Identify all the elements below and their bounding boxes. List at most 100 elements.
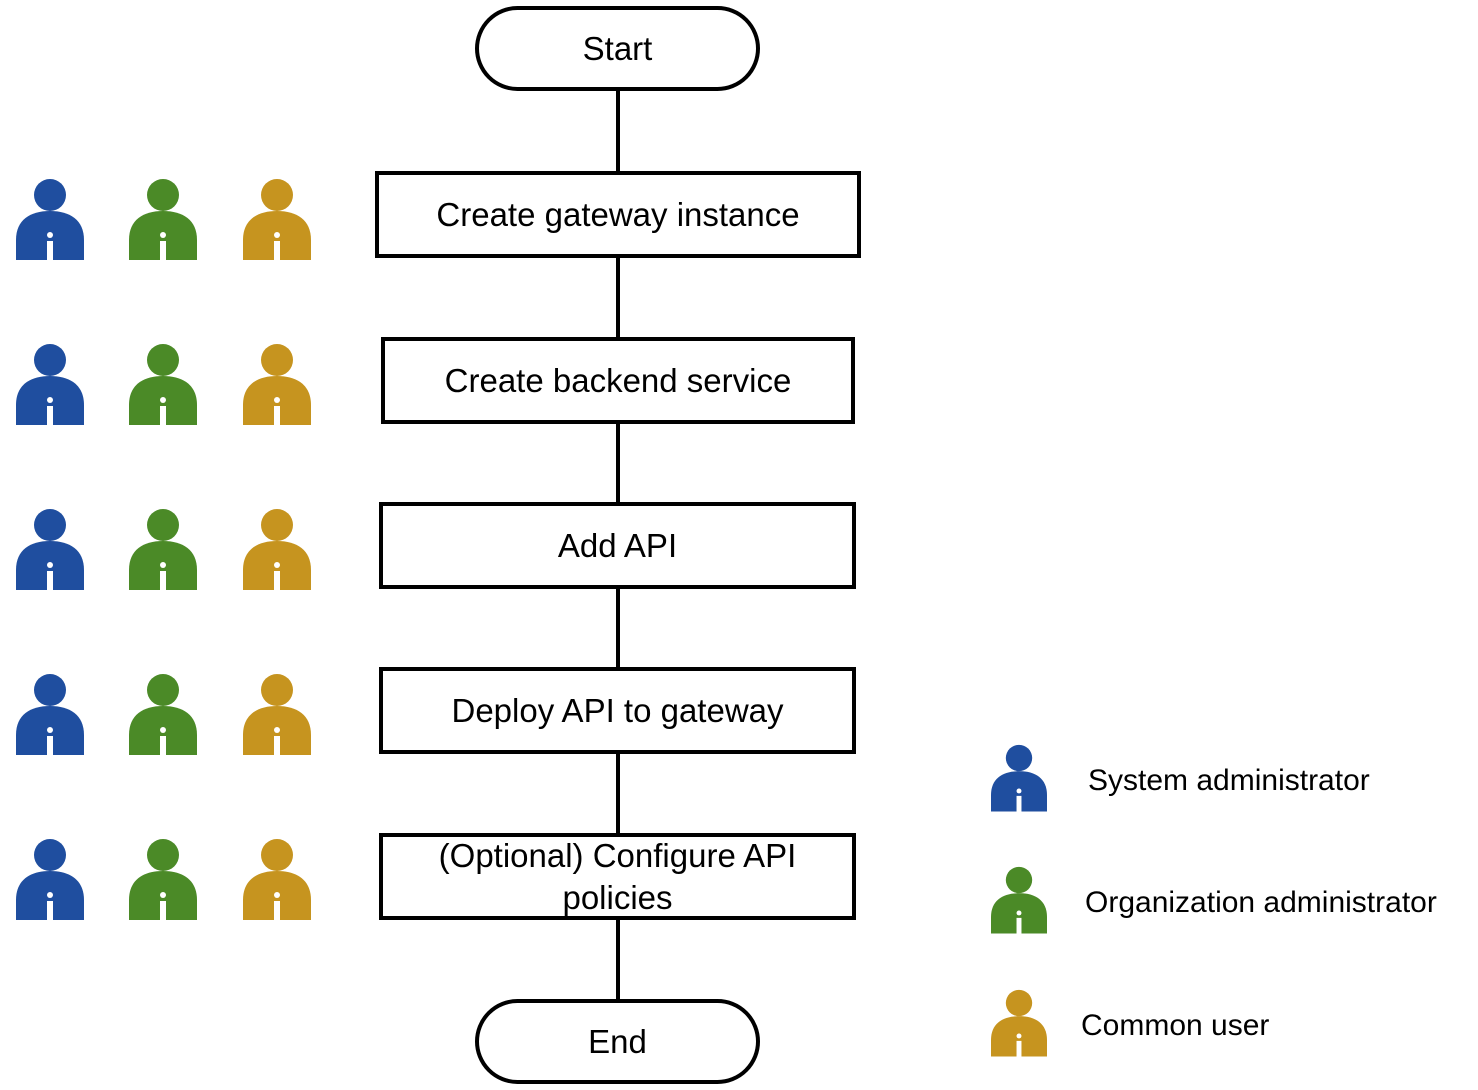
connector-step1-step2: [616, 256, 620, 340]
person-head: [34, 344, 66, 376]
badge-dot: [160, 232, 166, 238]
step-create-gateway-instance: Create gateway instance: [375, 171, 861, 258]
legend-common-user: Common user: [985, 989, 1305, 1059]
person-icon: [127, 343, 199, 428]
person-head: [147, 839, 179, 871]
person-icon: [14, 673, 86, 758]
badge-dot: [47, 892, 53, 898]
person-icon: [14, 838, 86, 923]
connector-step4-step5: [616, 751, 620, 835]
badge-bar: [274, 571, 280, 590]
badge-bar: [274, 901, 280, 920]
person-head: [1005, 744, 1033, 772]
badge-dot: [1016, 910, 1022, 916]
role-row-step2: [14, 343, 314, 428]
step-label: Deploy API to gateway: [451, 691, 784, 729]
person-icon: [985, 866, 1053, 936]
person-head: [147, 509, 179, 541]
step-configure-api-policies: (Optional) Configure API policies: [379, 833, 856, 920]
person-head: [34, 179, 66, 211]
legend-label: Common user: [1081, 1009, 1270, 1042]
badge-dot: [160, 397, 166, 403]
badge-bar: [47, 241, 53, 260]
badge-dot: [274, 232, 280, 238]
end-label: End: [588, 1022, 647, 1060]
role-row-step1: [14, 178, 314, 263]
badge-bar: [160, 571, 166, 590]
person-icon: [127, 508, 199, 593]
badge-bar: [160, 406, 166, 425]
person-head: [261, 509, 293, 541]
step-label: Create backend service: [444, 361, 792, 399]
role-row-step3: [14, 508, 314, 593]
legend-organization-administrator: Organization administrator: [985, 866, 1470, 936]
badge-bar: [1016, 1040, 1022, 1057]
person-icon: [241, 343, 313, 428]
person-head: [34, 674, 66, 706]
step-add-api: Add API: [379, 502, 856, 589]
person-head: [1005, 866, 1033, 894]
badge-dot: [47, 232, 53, 238]
badge-dot: [274, 562, 280, 568]
person-icon: [985, 989, 1053, 1059]
badge-bar: [1016, 917, 1022, 934]
person-icon: [241, 178, 313, 263]
badge-dot: [1016, 788, 1022, 794]
badge-dot: [160, 727, 166, 733]
badge-bar: [47, 736, 53, 755]
person-head: [147, 674, 179, 706]
person-head: [1005, 989, 1033, 1017]
step-label: Create gateway instance: [436, 195, 800, 233]
person-icon: [241, 673, 313, 758]
end-terminal: End: [475, 999, 760, 1084]
person-icon: [127, 673, 199, 758]
connector-step2-step3: [616, 421, 620, 505]
person-head: [34, 839, 66, 871]
badge-dot: [1016, 1033, 1022, 1039]
role-row-step5: [14, 838, 314, 923]
person-head: [261, 839, 293, 871]
connector-step3-step4: [616, 586, 620, 670]
step-create-backend-service: Create backend service: [381, 337, 855, 424]
person-head: [147, 179, 179, 211]
person-icon: [127, 178, 199, 263]
person-icon: [14, 178, 86, 263]
person-icon: [14, 343, 86, 428]
connector-start-step1: [616, 90, 620, 174]
person-head: [261, 344, 293, 376]
start-terminal: Start: [475, 6, 760, 91]
person-head: [261, 179, 293, 211]
connector-step5-end: [616, 917, 620, 1001]
legend-system-administrator: System administrator: [985, 744, 1405, 814]
person-head: [34, 509, 66, 541]
step-label: Add API: [557, 526, 678, 564]
start-label: Start: [582, 29, 653, 67]
person-icon: [985, 744, 1053, 814]
step-label-line2: policies: [562, 878, 673, 916]
badge-bar: [274, 406, 280, 425]
step-label-line1: (Optional) Configure API: [438, 836, 797, 874]
legend-label: Organization administrator: [1085, 886, 1437, 919]
badge-dot: [47, 397, 53, 403]
badge-bar: [47, 901, 53, 920]
badge-bar: [274, 736, 280, 755]
badge-dot: [274, 727, 280, 733]
legend-label: System administrator: [1088, 764, 1370, 797]
person-head: [261, 674, 293, 706]
badge-dot: [160, 892, 166, 898]
badge-dot: [160, 562, 166, 568]
role-row-step4: [14, 673, 314, 758]
badge-dot: [274, 397, 280, 403]
person-icon: [241, 508, 313, 593]
badge-bar: [160, 736, 166, 755]
badge-bar: [1016, 795, 1022, 812]
badge-bar: [47, 406, 53, 425]
person-head: [147, 344, 179, 376]
badge-dot: [274, 892, 280, 898]
person-icon: [14, 508, 86, 593]
person-icon: [127, 838, 199, 923]
badge-dot: [47, 562, 53, 568]
badge-bar: [160, 901, 166, 920]
person-icon: [241, 838, 313, 923]
badge-bar: [274, 241, 280, 260]
